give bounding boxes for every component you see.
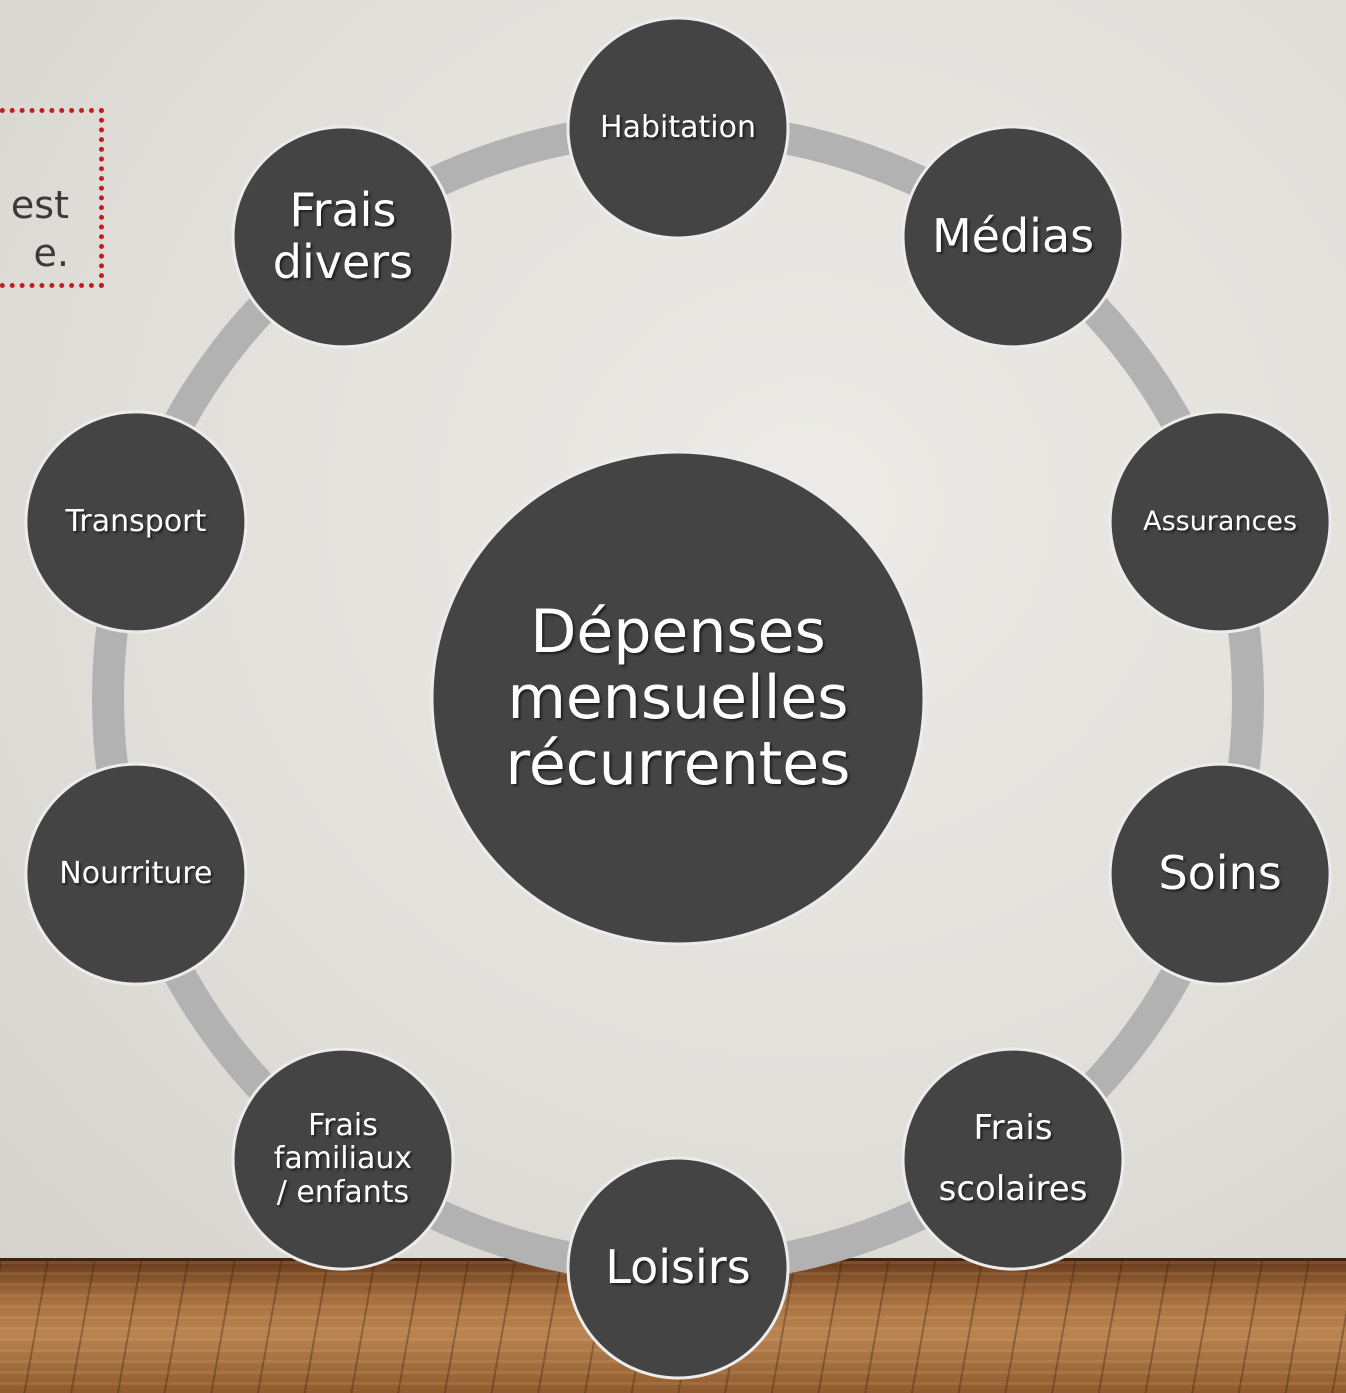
node-circle-nourriture	[24, 762, 248, 986]
note-box: est e.	[0, 108, 104, 288]
diagram-nodes	[24, 16, 1332, 1380]
node-circle-soins	[1108, 762, 1332, 986]
note-line-2: e.	[33, 231, 69, 275]
note-line-1: est	[10, 183, 69, 227]
node-circle-assurances	[1108, 410, 1332, 634]
center-circle	[430, 450, 926, 946]
node-circle-frais-divers	[231, 125, 455, 349]
node-circle-frais-familiaux	[231, 1047, 455, 1271]
note-text: est e.	[11, 181, 69, 277]
node-circle-loisirs	[566, 1156, 790, 1380]
node-circle-frais-scolaires	[901, 1047, 1125, 1271]
node-circle-habitation	[566, 16, 790, 240]
node-circle-medias	[901, 125, 1125, 349]
node-circle-transport	[24, 410, 248, 634]
